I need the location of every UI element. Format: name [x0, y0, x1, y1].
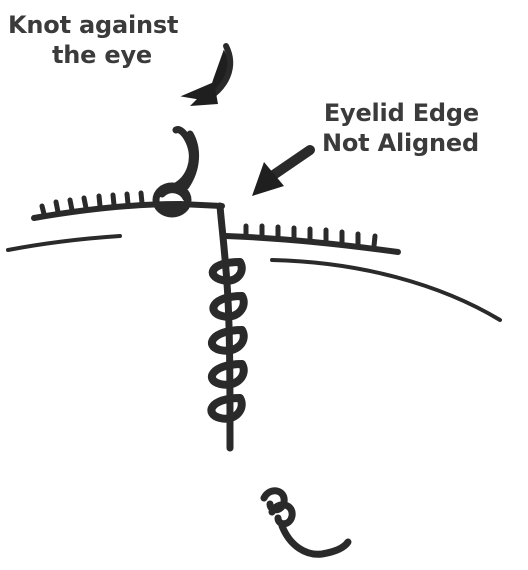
edge-arrow-shaft [272, 150, 310, 176]
left-lid-crease [8, 236, 120, 250]
right-lid-crease [272, 260, 500, 320]
suture-tail-icon [264, 491, 348, 554]
wound-line [220, 206, 230, 448]
